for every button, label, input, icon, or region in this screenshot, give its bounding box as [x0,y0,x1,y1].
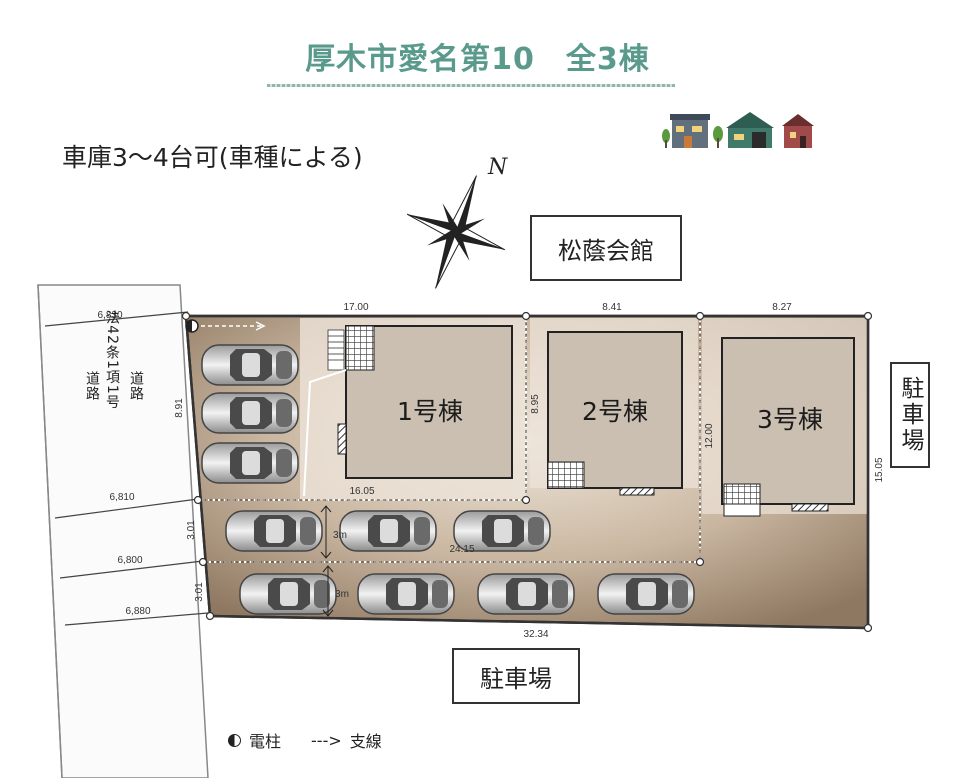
drive-width-markers [320,505,334,617]
utility-pole-icon [185,319,266,333]
building-1: 1号棟 [303,325,513,497]
dashed-arrow-icon: ---> [311,730,342,750]
utility-pole-icon [228,733,241,747]
dim-drive2: 3.01 [194,582,205,602]
legend: 電柱 ---> 支線 [228,728,382,752]
road-label-col3: 道路 [84,371,100,401]
dim-drive-width1: 3m [333,530,347,541]
car-icon [339,510,437,552]
road-area [37,284,209,778]
car-icon [239,573,337,615]
legend-wire-label: 支線 [349,732,382,751]
parking-bottom-label: 駐車場 [452,648,580,704]
dim-top-lot3: 8.27 [772,302,792,313]
dim-lot1-inner-bottom: 16.05 [349,486,374,497]
building-2: 2号棟 [547,331,683,496]
north-label: N [487,155,508,180]
title-underline [267,84,675,87]
legend-wire: ---> 支線 [311,728,382,752]
dim-top-lot1: 17.00 [343,302,368,313]
legend-pole-label: 電柱 [249,732,282,751]
dimension-labels: 6,830 6,810 6,800 6,880 17.00 8.41 8.27 … [97,302,885,640]
dim-road-w2: 6,810 [109,492,134,503]
dim-lot1-right: 8.95 [530,394,541,414]
building-2-label: 2号棟 [582,397,648,426]
road-label-col1: 法42条1項1号 [104,310,120,410]
dim-road-w1: 6,830 [97,310,122,321]
dim-road-w3: 6,800 [117,555,142,566]
parking-note: 車庫3〜4台可(車種による) [62,143,363,172]
compass-icon: N [406,155,508,289]
car-icon [357,573,455,615]
community-hall-label: 松蔭会館 [530,215,682,281]
dim-drive-length: 24.15 [449,544,474,555]
car-icon [477,573,575,615]
road-label: 法42条1項1号 道路 道路 [84,310,144,410]
building-1-label: 1号棟 [397,397,463,426]
dim-top-lot2: 8.41 [602,302,622,313]
dim-drive-width2: 3m [335,589,349,600]
car-icon [201,392,299,434]
dim-road-w4: 6,880 [125,606,150,617]
page-title: 厚木市愛名第10 全3棟 [305,42,650,77]
dim-right-side: 15.05 [874,457,885,482]
dim-lot3-left: 12.00 [704,423,715,448]
house-icon [662,112,814,148]
car-icon [201,442,299,484]
dim-lot1-left: 8.91 [174,398,185,418]
dim-bottom: 32.34 [523,629,548,640]
car-icon [225,510,323,552]
building-3: 3号棟 [721,337,855,517]
dim-drive1: 3.01 [186,520,197,540]
car-icon [201,344,299,386]
car-icon [597,573,695,615]
building-3-label: 3号棟 [757,405,823,434]
road-label-col2: 道路 [128,371,144,401]
parking-right-label: 駐車場 [890,362,930,468]
legend-pole: 電柱 [228,728,281,752]
